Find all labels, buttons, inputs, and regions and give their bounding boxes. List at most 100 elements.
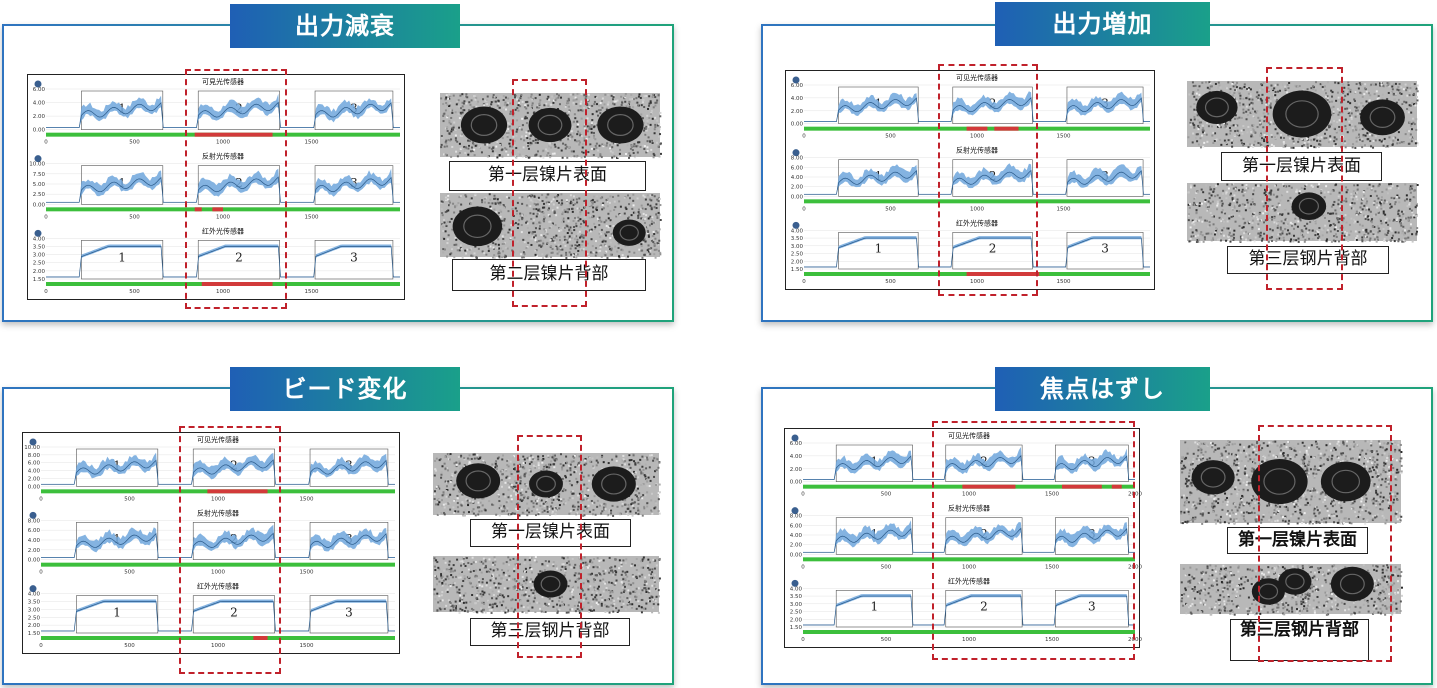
y-tick-label: 10.00 (24, 445, 40, 451)
signal-line (41, 601, 395, 632)
panel-title: 出力増加 (995, 2, 1210, 46)
sensor-gear-icon (29, 438, 37, 446)
y-tick-label: 0.00 (28, 558, 41, 564)
x-tick-label: 500 (129, 289, 140, 295)
weld-spot-ring (601, 473, 627, 495)
panel-title: 焦点はずし (995, 367, 1210, 411)
segment-box (945, 517, 1023, 555)
sensor-chart-group: 可见光传感器6.004.002.000.00123050010001500反射光… (785, 70, 1155, 290)
caption-surface: 第一层镍片表面 (1227, 527, 1368, 554)
weld-spot (452, 206, 503, 247)
segment-box (1055, 590, 1129, 628)
segment-box (309, 595, 389, 634)
y-tick-label: 2.50 (790, 610, 803, 616)
y-tick-label: 6.00 (790, 523, 803, 529)
signal-line (803, 595, 1135, 626)
y-tick-label: 6.00 (28, 528, 41, 534)
y-tick-label: 2.50 (791, 252, 804, 258)
y-tick-label: 3.00 (28, 607, 41, 613)
weld-spot-ring (463, 214, 492, 239)
weld-spot (460, 106, 508, 144)
y-tick-label: 8.00 (791, 156, 804, 162)
caption-surface: 第一层镍片表面 (449, 161, 646, 191)
y-tick-label: 2.00 (791, 259, 804, 265)
segment-box (1055, 517, 1129, 555)
x-tick-label: 1000 (970, 134, 984, 140)
weld-photo-svg (1180, 564, 1403, 616)
segment-label: 3 (1088, 600, 1096, 614)
weld-photo-back (433, 556, 661, 614)
y-tick-label: 2.00 (28, 623, 41, 629)
caption-back: 第二层镍片背部 (452, 259, 646, 291)
sensor-gear-icon (34, 155, 42, 163)
x-tick-label: 500 (124, 643, 135, 649)
weld-spot (1360, 99, 1405, 136)
y-tick-label: 2.00 (791, 109, 804, 115)
y-tick-label: 4.00 (28, 538, 41, 544)
weld-spot-ring (1285, 100, 1319, 128)
status-bar-defect (962, 484, 1016, 489)
signal-line (46, 246, 400, 278)
segment-box (76, 522, 159, 560)
weld-spot-ring (1285, 573, 1305, 590)
x-tick-label: 0 (802, 134, 806, 140)
x-tick-label: 0 (801, 492, 805, 498)
y-tick-label: 2.00 (33, 114, 46, 120)
signal-band (803, 520, 1135, 553)
weld-spot (591, 466, 636, 502)
segment-box (952, 159, 1033, 197)
weld-spot-ring (1200, 467, 1226, 488)
y-tick-label: 8.00 (790, 514, 803, 520)
y-tick-label: 2.00 (790, 617, 803, 623)
y-tick-label: 4.00 (790, 533, 803, 539)
y-tick-label: 10.00 (29, 162, 45, 168)
weld-photo-svg (1180, 440, 1403, 525)
y-tick-label: 3.00 (33, 253, 46, 259)
status-bar-defect (1111, 484, 1122, 489)
x-tick-label: 0 (39, 570, 43, 576)
signal-band (41, 524, 395, 558)
weld-spot (1272, 90, 1332, 138)
status-bar (803, 557, 1135, 562)
y-tick-label: 6.00 (791, 83, 804, 89)
weld-spot-ring (470, 114, 498, 136)
y-tick-label: 0.00 (790, 480, 803, 486)
status-bar-defect (212, 207, 223, 212)
signal-line (804, 237, 1150, 268)
weld-spot-ring (1331, 469, 1361, 494)
sensor-charts-svg: 可见光传感器10.008.006.004.002.000.00123050010… (24, 435, 395, 649)
segment-box (314, 165, 394, 205)
signal-band (803, 446, 1135, 480)
signal-line (46, 101, 400, 129)
x-tick-label: 1000 (216, 214, 230, 220)
y-tick-label: 4.00 (790, 454, 803, 460)
x-tick-label: 1000 (211, 570, 225, 576)
signal-line (803, 455, 1135, 481)
caption-surface: 第一层镍片表面 (1221, 152, 1382, 181)
x-tick-label: 1000 (962, 492, 976, 498)
y-tick-label: 0.00 (791, 122, 804, 128)
y-tick-label: 3.50 (791, 236, 804, 242)
y-tick-label: 4.00 (791, 228, 804, 234)
x-tick-label: 0 (802, 206, 806, 212)
signal-line (804, 97, 1150, 123)
y-tick-label: 4.00 (28, 592, 41, 598)
sensor-gear-icon (29, 511, 37, 519)
x-tick-label: 1500 (305, 214, 319, 220)
sensor-gear-icon (792, 221, 800, 229)
y-tick-label: 2.00 (28, 548, 41, 554)
y-tick-label: 4.00 (791, 175, 804, 181)
y-tick-label: 6.00 (28, 461, 41, 467)
sensor-chart-group: 可见光传感器10.008.006.004.002.000.00123050010… (22, 432, 400, 654)
weld-photo-svg (440, 193, 662, 259)
signal-band (41, 452, 395, 485)
segment-label: 2 (235, 251, 243, 265)
x-tick-label: 1000 (211, 496, 225, 502)
panel-title: ビード変化 (230, 367, 460, 411)
sensor-charts-svg: 可见光传感器6.004.002.000.00123050010001500200… (790, 431, 1143, 643)
segment-box (1066, 159, 1144, 197)
weld-spot-ring (1298, 197, 1319, 215)
y-tick-label: 1.50 (33, 277, 46, 283)
weld-spot (1251, 458, 1308, 505)
weld-photo-surface (440, 93, 662, 159)
